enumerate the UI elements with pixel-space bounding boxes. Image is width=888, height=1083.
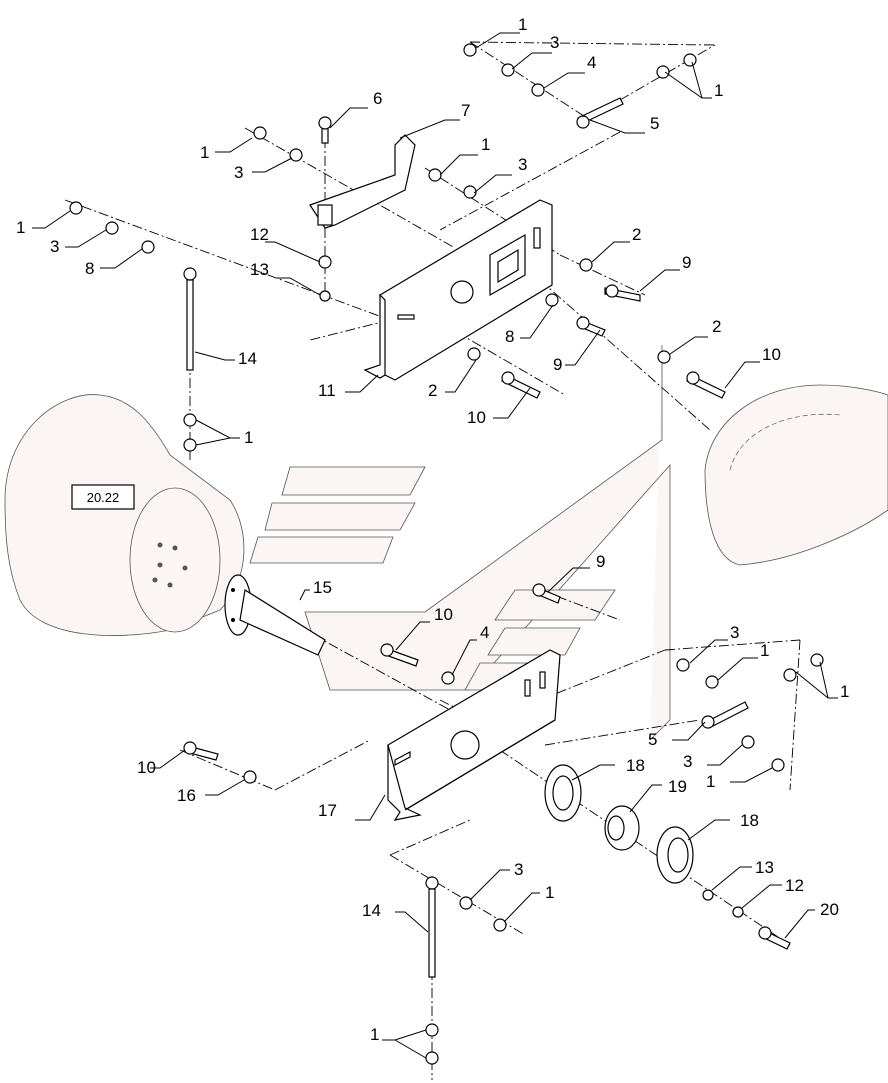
callout-3: 3: [518, 155, 527, 174]
upper-bracket: [363, 199, 553, 381]
callout-10: 10: [137, 758, 156, 777]
callout-3: 3: [50, 237, 59, 256]
bolts: [183, 97, 791, 950]
reference-box-label: 20.22: [87, 490, 120, 505]
reference-box[interactable]: 20.22: [71, 484, 135, 510]
callout-1: 1: [244, 428, 253, 447]
callout-19: 19: [668, 777, 687, 796]
callout-9: 9: [596, 552, 605, 571]
callout-1: 1: [200, 143, 209, 162]
callout-13: 13: [755, 858, 774, 877]
lever-7: [309, 134, 416, 229]
lower-bracket: [387, 649, 561, 821]
centerlines: [64, 41, 801, 1080]
callout-18: 18: [740, 811, 759, 830]
callout-4: 4: [587, 53, 596, 72]
callout-1: 1: [518, 15, 527, 34]
callout-12: 12: [785, 876, 804, 895]
callout-1: 1: [16, 218, 25, 237]
callout-12: 12: [250, 225, 269, 244]
callout-leaders: [32, 32, 838, 1059]
callout-18: 18: [626, 756, 645, 775]
callout-3: 3: [730, 623, 739, 642]
callout-8: 8: [85, 259, 94, 278]
shaft-15: [224, 574, 326, 656]
ghost-left-hub: [4, 394, 245, 636]
callout-16: 16: [177, 786, 196, 805]
callout-3: 3: [550, 33, 559, 52]
callout-4: 4: [480, 623, 489, 642]
callout-3: 3: [683, 752, 692, 771]
callout-numbers: 1 3 4 1 6 7 5 1 1 3 3 1 12 2 3 8 9 13 2 …: [16, 15, 849, 1044]
callout-15: 15: [313, 578, 332, 597]
callout-1: 1: [840, 682, 849, 701]
bearing-flange-18a: [544, 764, 582, 822]
callout-1: 1: [370, 1025, 379, 1044]
callout-1: 1: [706, 772, 715, 791]
callout-14: 14: [362, 901, 381, 920]
callout-10: 10: [467, 408, 486, 427]
callout-20: 20: [820, 900, 839, 919]
callout-14: 14: [238, 349, 257, 368]
callout-17: 17: [318, 801, 337, 820]
callout-2: 2: [712, 317, 721, 336]
callout-11: 11: [318, 381, 336, 400]
callout-3: 3: [514, 860, 523, 879]
callout-5: 5: [648, 730, 657, 749]
callout-1: 1: [714, 81, 723, 100]
callout-2: 2: [428, 381, 437, 400]
callout-3: 3: [234, 163, 243, 182]
callout-5: 5: [650, 114, 659, 133]
callout-1: 1: [545, 883, 554, 902]
washers-nuts: [69, 43, 824, 1065]
callout-1: 1: [481, 135, 490, 154]
callout-2: 2: [632, 225, 641, 244]
callout-6: 6: [373, 89, 382, 108]
rod-14-lower: [425, 876, 439, 978]
bearing-19: [604, 805, 640, 851]
callout-10: 10: [434, 605, 453, 624]
callout-9: 9: [682, 253, 691, 272]
callout-10: 10: [762, 345, 781, 364]
callout-8: 8: [505, 327, 514, 346]
rod-14-upper: [183, 267, 197, 371]
ghost-right-fender: [704, 384, 888, 566]
ghost-frame-chevron: [249, 345, 671, 741]
callout-7: 7: [461, 101, 470, 120]
callout-1: 1: [760, 641, 769, 660]
bearing-flange-18b: [656, 826, 694, 884]
callout-9: 9: [553, 355, 562, 374]
callout-13: 13: [250, 260, 269, 279]
